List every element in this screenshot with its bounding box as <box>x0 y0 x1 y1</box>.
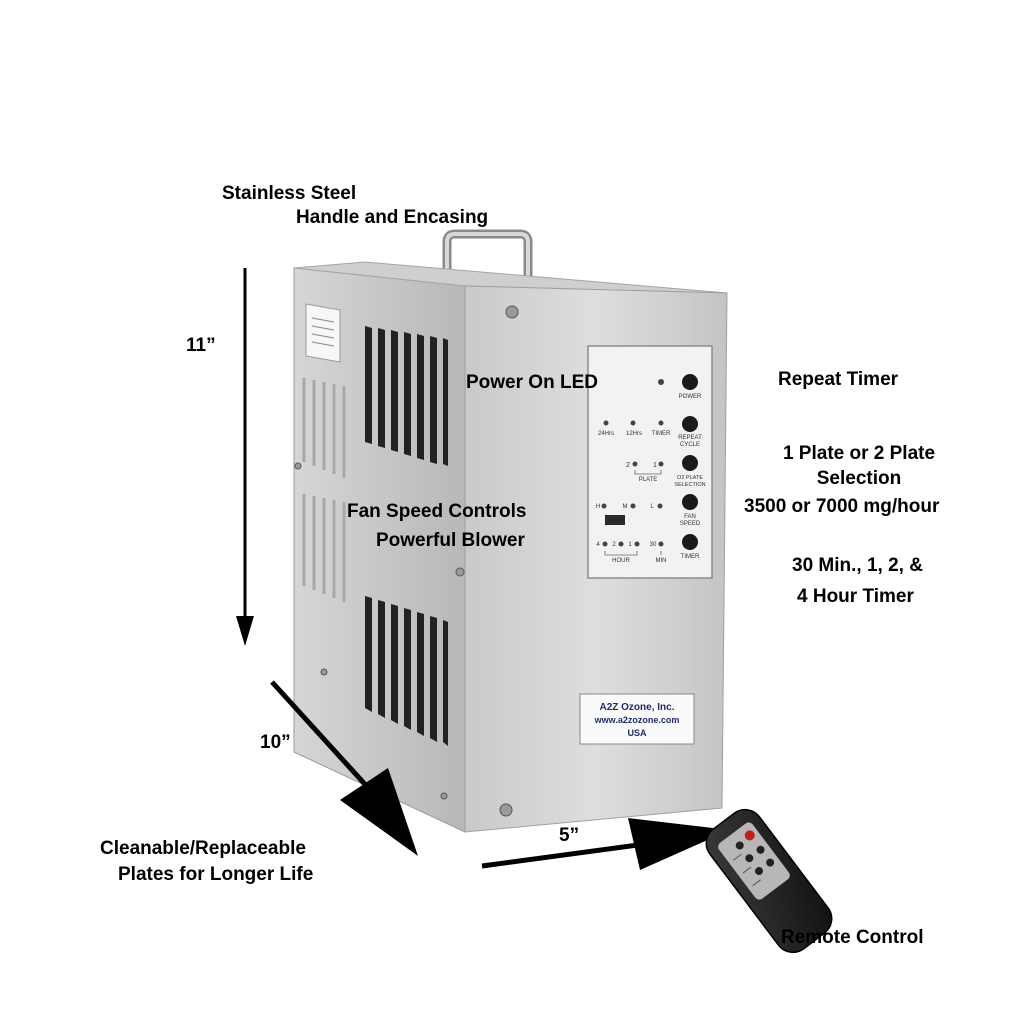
panel-fan-m-label: M <box>623 504 628 510</box>
panel-hr1-label: 1 <box>628 542 632 548</box>
panel-power-label: POWER <box>679 394 702 400</box>
panel-plate1-label: 1 <box>653 462 657 469</box>
panel-24hrs-label: 24Hrs <box>598 431 614 437</box>
callout-fan-line2: Powerful Blower <box>376 530 525 551</box>
panel-plate2-label: 2 <box>626 462 630 469</box>
screws <box>294 305 519 817</box>
ir-receiver <box>605 515 625 525</box>
panel-cycle-label: CYCLE <box>680 442 700 448</box>
panel-timer-button-label: TIMER <box>681 554 700 560</box>
callout-timer-line2: 4 Hour Timer <box>797 586 914 607</box>
callout-width: 5” <box>559 825 580 846</box>
panel-plate-label: PLATE <box>639 477 658 483</box>
width-arrow <box>481 818 730 870</box>
label-url: www.a2zozone.com <box>594 715 680 725</box>
vent-upper <box>365 326 448 466</box>
callout-depth: 10” <box>260 732 291 753</box>
power-led <box>658 379 664 385</box>
panel-hr2-label: 2 <box>612 542 616 548</box>
label-company: A2Z Ozone, Inc. <box>599 702 674 713</box>
callout-height: 11” <box>186 335 216 356</box>
vent-left <box>302 378 346 602</box>
panel-hr4-label: 4 <box>596 542 600 548</box>
company-label: A2Z Ozone, Inc. www.a2zozone.com USA <box>579 693 695 745</box>
label-country: USA <box>627 728 647 738</box>
callout-timer-line1: 30 Min., 1, 2, & <box>792 555 923 576</box>
panel-hour-label: HOUR <box>612 558 630 564</box>
remote-control[interactable] <box>699 802 839 959</box>
callout-handle-line2: Handle and Encasing <box>296 207 489 228</box>
panel-timer-led-label: TIMER <box>652 431 671 437</box>
callout-fan-line1: Fan Speed Controls <box>347 501 527 522</box>
panel-12hrs-label: 12Hrs <box>626 431 642 437</box>
panel-repeat-label: REPEAT <box>678 435 702 441</box>
height-arrow <box>236 268 254 646</box>
panel-min-label: MIN <box>656 558 667 564</box>
panel-selection-label: SELECTION <box>674 482 705 488</box>
callout-power-led: Power On LED <box>466 372 598 393</box>
o2-plate-selection-button[interactable] <box>682 455 698 471</box>
callout-plate-line1: 1 Plate or 2 Plate <box>782 443 936 464</box>
repeat-cycle-button[interactable] <box>682 416 698 432</box>
panel-fan-l-label: L <box>650 504 654 510</box>
handle <box>442 229 533 282</box>
power-button[interactable] <box>682 374 698 390</box>
callout-plates-line2: Plates for Longer Life <box>118 864 314 885</box>
control-panel: POWER 24Hrs 12Hrs TIMER REPEAT CYCLE 2 1… <box>587 345 713 579</box>
vent-lower <box>365 596 448 746</box>
panel-fan-h-label: H <box>596 504 600 510</box>
depth-arrow <box>270 680 418 856</box>
panel-fan-label: FAN <box>684 514 696 520</box>
fan-speed-button[interactable] <box>682 494 698 510</box>
panel-speed-label: SPEED <box>680 521 701 527</box>
panel-min30-label: 30 <box>650 542 657 548</box>
panel-o2plate-label: O2 PLATE <box>677 475 703 481</box>
callout-remote: Remote Control <box>781 927 924 948</box>
timer-button[interactable] <box>682 534 698 550</box>
callout-plates-line1: Cleanable/Replaceable <box>100 838 306 859</box>
callout-plate-line2: Selection <box>816 468 902 489</box>
callout-plate-line3: 3500 or 7000 mg/hour <box>744 496 940 517</box>
callout-repeat-timer: Repeat Timer <box>778 369 899 390</box>
side-sticker <box>305 303 341 363</box>
callout-handle-line1: Stainless Steel <box>222 183 357 204</box>
